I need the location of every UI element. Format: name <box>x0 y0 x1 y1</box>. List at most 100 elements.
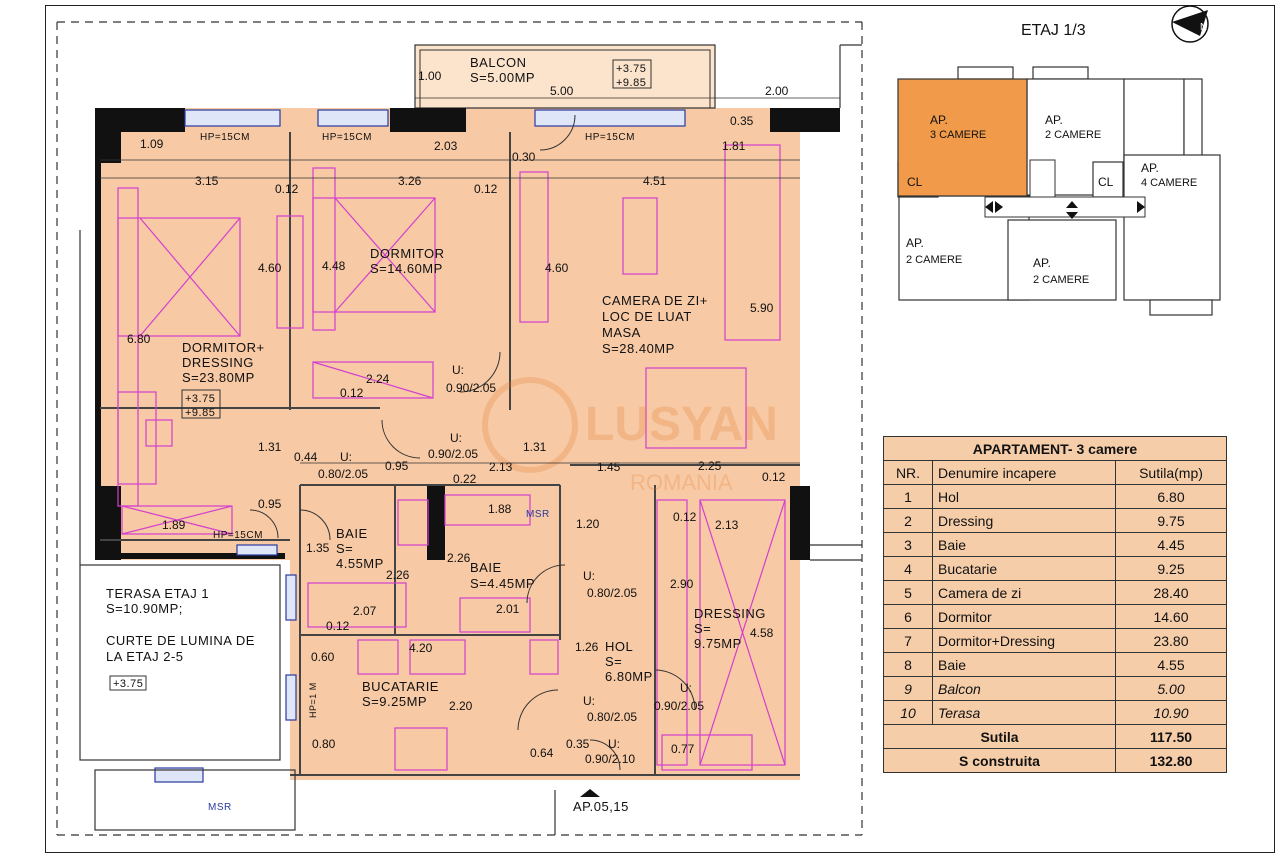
terasa-level: +3.75 <box>113 678 143 690</box>
terasa-l4: LA ETAJ 2-5 <box>106 649 184 664</box>
site-boundary <box>56 21 863 836</box>
table-cell: 6 <box>883 604 933 629</box>
door-5-size: 0.80/2.05 <box>587 710 637 724</box>
watermark: LUSYAN ROMANIA <box>482 377 778 495</box>
plan-label: 2 CAMERE <box>1033 274 1089 286</box>
walls <box>95 108 840 560</box>
plan-label: 0.64 <box>530 746 554 760</box>
table-cell: 9.25 <box>1115 556 1227 581</box>
sutila-value: 117.50 <box>1115 724 1227 749</box>
keyplan-title: ETAJ 1/3 <box>1021 22 1086 39</box>
sconstr-label: S construita <box>883 748 1116 773</box>
table-cell: 3 <box>883 532 933 557</box>
plan-label: 2.24 <box>366 372 390 386</box>
watermark-sub: ROMANIA <box>630 470 733 495</box>
plan-label: 0.30 <box>512 150 536 164</box>
plan-label: 1.09 <box>140 137 164 151</box>
plan-label: 0.35 <box>730 114 754 128</box>
room-dressing-area2: 9.75MP <box>694 636 742 651</box>
table-cell: Dormitor+Dressing <box>932 628 1116 653</box>
hp-label-4: HP=15CM <box>213 530 263 541</box>
balcon-name: BALCON <box>470 55 526 70</box>
plan-label: 4 CAMERE <box>1141 177 1197 189</box>
plan-label: 0.35 <box>566 737 590 751</box>
plan-label: 2.20 <box>449 699 473 713</box>
room-dormitor-dressing-area: S=23.80MP <box>182 370 255 385</box>
door-swings <box>249 114 696 771</box>
door-labels: U: 0.90/2.05 U: 0.90/2.05 U: 0.80/2.05 U… <box>318 363 704 766</box>
plan-label: 3.15 <box>195 174 219 188</box>
plan-label: 2.26 <box>386 568 410 582</box>
plan-label: 0.44 <box>294 450 318 464</box>
compass-letter: N <box>1200 22 1207 33</box>
plan-label: CL <box>1098 175 1114 189</box>
room-baie2-area: S=4.45MP <box>470 576 535 591</box>
dormitor-dressing-level-1: +3.75 <box>185 393 215 405</box>
room-camera-zi-area: S=28.40MP <box>602 341 675 356</box>
table-cell: 1 <box>883 484 933 509</box>
apartment-floor <box>100 44 800 780</box>
plan-label: 0.95 <box>385 459 409 473</box>
room-camera-zi-l3: MASA <box>602 325 641 340</box>
plan-label: AP. <box>906 236 924 250</box>
room-hol-area: S= <box>605 654 622 669</box>
plan-label: AP. <box>1141 161 1159 175</box>
door-6-u: U: <box>680 681 692 695</box>
table-cell: 23.80 <box>1115 628 1227 653</box>
plan-label: 1.00 <box>418 69 442 83</box>
plan-label: 1.26 <box>575 640 599 654</box>
table-cell: 10.90 <box>1115 700 1227 725</box>
door-1-size: 0.90/2.05 <box>446 381 496 395</box>
table-cell: 4 <box>883 556 933 581</box>
plan-label: 4.58 <box>750 626 774 640</box>
balcon-level-2: +9.85 <box>616 77 646 89</box>
plan-label: AP. <box>930 113 948 127</box>
room-baie1-area: S= <box>336 541 353 556</box>
keyplan-unit-highlight <box>897 78 1028 197</box>
plan-label: 2.00 <box>765 84 789 98</box>
table-cell: Dressing <box>932 508 1116 533</box>
room-dormitor-area: S=14.60MP <box>370 261 443 276</box>
door-2-size: 0.90/2.05 <box>428 447 478 461</box>
plan-label: 4.60 <box>258 261 282 275</box>
room-hol-area2: 6.80MP <box>605 669 653 684</box>
room-dormitor-dressing-l1: DORMITOR+ <box>182 340 265 355</box>
plan-label: 0.12 <box>326 619 350 633</box>
balcon-level-1: +3.75 <box>616 63 646 75</box>
plan-label: 2.07 <box>353 604 377 618</box>
door-7-size: 0.90/2.10 <box>585 752 635 766</box>
table-cell: 9.75 <box>1115 508 1227 533</box>
plan-label: 4.48 <box>322 259 346 273</box>
table-cell: Baie <box>932 532 1116 557</box>
plan-label: 0.80 <box>312 737 336 751</box>
table-cell: 7 <box>883 628 933 653</box>
plan-label: 2.90 <box>670 577 694 591</box>
table-cell: Dormitor <box>932 604 1116 629</box>
room-baie1-area2: 4.55MP <box>336 556 384 571</box>
plan-label: 2.03 <box>434 139 458 153</box>
terasa-l3: CURTE DE LUMINA DE <box>106 633 255 648</box>
plan-label: 0.60 <box>311 650 335 664</box>
watermark-text: LUSYAN <box>585 398 778 451</box>
dormitor-dressing-level-2: +9.85 <box>185 407 215 419</box>
sutila-label: Sutila <box>883 724 1116 749</box>
table-cell: 4.55 <box>1115 652 1227 677</box>
plan-label: AP. <box>1045 113 1063 127</box>
hp-label-3: HP=15CM <box>585 132 635 143</box>
plan-label: 2.25 <box>698 459 722 473</box>
table-cell: Baie <box>932 652 1116 677</box>
door-4-size: 0.80/2.05 <box>587 586 637 600</box>
room-baie1-name: BAIE <box>336 526 368 541</box>
plan-label: 5.00 <box>550 84 574 98</box>
drawing-frame <box>45 5 1275 853</box>
plan-label: 1.81 <box>722 139 746 153</box>
table-cell: Terasa <box>932 700 1116 725</box>
col-name: Denumire incapere <box>932 460 1116 485</box>
terasa-l2: S=10.90MP; <box>106 601 183 616</box>
plan-label: 2.01 <box>496 602 520 616</box>
plan-label: 4.60 <box>545 261 569 275</box>
